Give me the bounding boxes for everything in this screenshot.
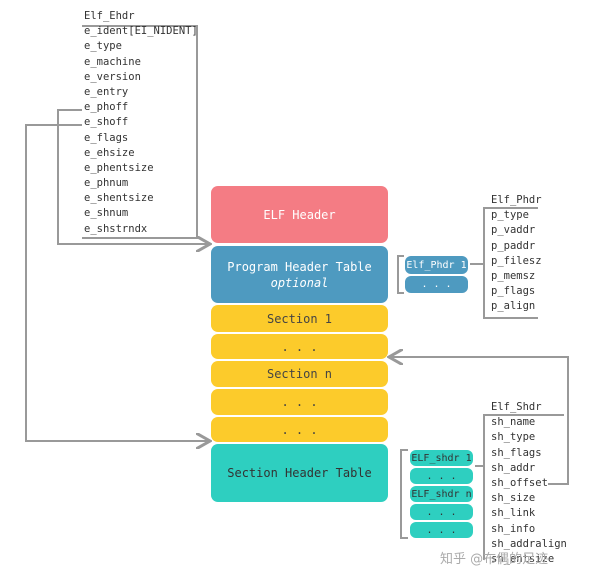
ehdr-field: e_shnum <box>84 207 129 220</box>
section-dots-label: . . . <box>281 339 318 354</box>
ehdr-field: e_version <box>84 70 141 83</box>
ehdr-field: e_shentsize <box>84 192 154 205</box>
section-n-block: Section n <box>211 361 388 387</box>
ehdr-field: e_phoff <box>84 101 129 114</box>
pht-label: Program Header Table <box>227 259 372 274</box>
elf-header-block: ELF Header <box>211 186 388 243</box>
elf-phdr-dots-pill: . . . <box>405 276 468 293</box>
section-dots-label: . . . <box>281 422 318 437</box>
shdr-fields-bracket <box>483 414 564 560</box>
elf-shdr-1-pill: ELF_shdr 1 <box>410 450 473 466</box>
elf-phdr-1-label: Elf_Phdr 1 <box>406 259 467 271</box>
elf-shdr-dots-label: . . . <box>426 470 457 482</box>
phdr-bracket <box>397 255 404 294</box>
elf-shdr-dots-pill: . . . <box>410 504 473 520</box>
ehdr-field: e_phentsize <box>84 161 154 174</box>
sh-offset-arrow <box>391 357 569 485</box>
shoff-arrow <box>25 124 208 441</box>
watermark: 知乎 @布偶的足迹 <box>440 552 549 567</box>
elf-shdr-list: Elf_Shdr sh_name sh_type sh_flags sh_add… <box>491 400 567 567</box>
elf-shdr-dots-label: . . . <box>426 506 457 518</box>
elf-shdr-dots-pill: . . . <box>410 468 473 484</box>
ehdr-field: e_shoff <box>84 116 129 129</box>
sht-label: Section Header Table <box>227 466 372 480</box>
elf-header-label: ELF Header <box>263 207 336 222</box>
section-dots-block: . . . <box>211 417 388 442</box>
ehdr-field: e_machine <box>84 55 141 68</box>
elf-phdr-title: Elf_Phdr <box>491 194 542 206</box>
phoff-arrow <box>57 109 208 244</box>
elf-shdr-title: Elf_Shdr <box>491 401 542 413</box>
elf-phdr-list: Elf_Phdr p_type p_vaddr p_paddr p_filesz… <box>491 193 542 315</box>
phdr-field: p_paddr <box>491 239 536 252</box>
ehdr-field: e_ident[EI_NIDENT] <box>84 25 198 38</box>
shdr-field: sh_entsize <box>491 552 555 565</box>
elf-ehdr-list: Elf_Ehdr e_ident[EI_NIDENT] e_type e_mac… <box>84 9 198 237</box>
elf-phdr-dots-label: . . . <box>421 279 452 290</box>
elf-shdr-n-label: ELF_shdr n <box>411 488 472 500</box>
shdr-field: sh_offset <box>491 476 548 489</box>
elf-shdr-dots-pill: . . . <box>410 522 473 538</box>
ehdr-field: e_flags <box>84 131 129 144</box>
section-dots-label: . . . <box>281 395 318 409</box>
ehdr-field: e_ehsize <box>84 146 135 159</box>
shdr-field: sh_flags <box>491 446 542 459</box>
shdr-field: sh_addr <box>491 461 536 474</box>
elf-shdr-dots-label: . . . <box>426 524 457 536</box>
shdr-field: sh_link <box>491 507 536 520</box>
phdr-field: p_vaddr <box>491 224 536 237</box>
pht-optional-label: optional <box>270 275 329 290</box>
elf-ehdr-title: Elf_Ehdr <box>84 10 135 22</box>
section-header-table-block: Section Header Table <box>211 444 388 502</box>
elf-shdr-n-pill: ELF_shdr n <box>410 486 473 502</box>
program-header-table-block: Program Header Table optional <box>211 246 388 303</box>
section-n-label: Section n <box>266 367 333 381</box>
shdr-field: sh_size <box>491 492 536 505</box>
section-1-block: Section 1 <box>211 305 388 332</box>
section-1-label: Section 1 <box>266 311 333 326</box>
phdr-field: p_memsz <box>491 269 536 282</box>
ehdr-field: e_phnum <box>84 177 129 190</box>
elf-shdr-1-label: ELF_shdr 1 <box>411 452 472 464</box>
shdr-field: sh_type <box>491 431 536 444</box>
phdr-field: p_filesz <box>491 254 542 267</box>
ehdr-field: e_shstrndx <box>84 222 148 235</box>
phdr-field: p_align <box>491 300 536 313</box>
ehdr-field: e_entry <box>84 85 129 98</box>
ehdr-bracket-top <box>82 25 198 239</box>
section-dots-block: . . . <box>211 389 388 415</box>
shdr-field: sh_info <box>491 522 536 535</box>
phdr-field: p_type <box>491 209 529 222</box>
section-dots-block: . . . <box>211 334 388 359</box>
elf-phdr-1-pill: Elf_Phdr 1 <box>405 256 468 274</box>
phdr-field: p_flags <box>491 285 536 298</box>
shdr-field: sh_addralign <box>491 537 567 550</box>
shdr-field: sh_name <box>491 416 536 429</box>
ehdr-field: e_type <box>84 40 122 53</box>
shdr-bracket <box>400 449 408 539</box>
